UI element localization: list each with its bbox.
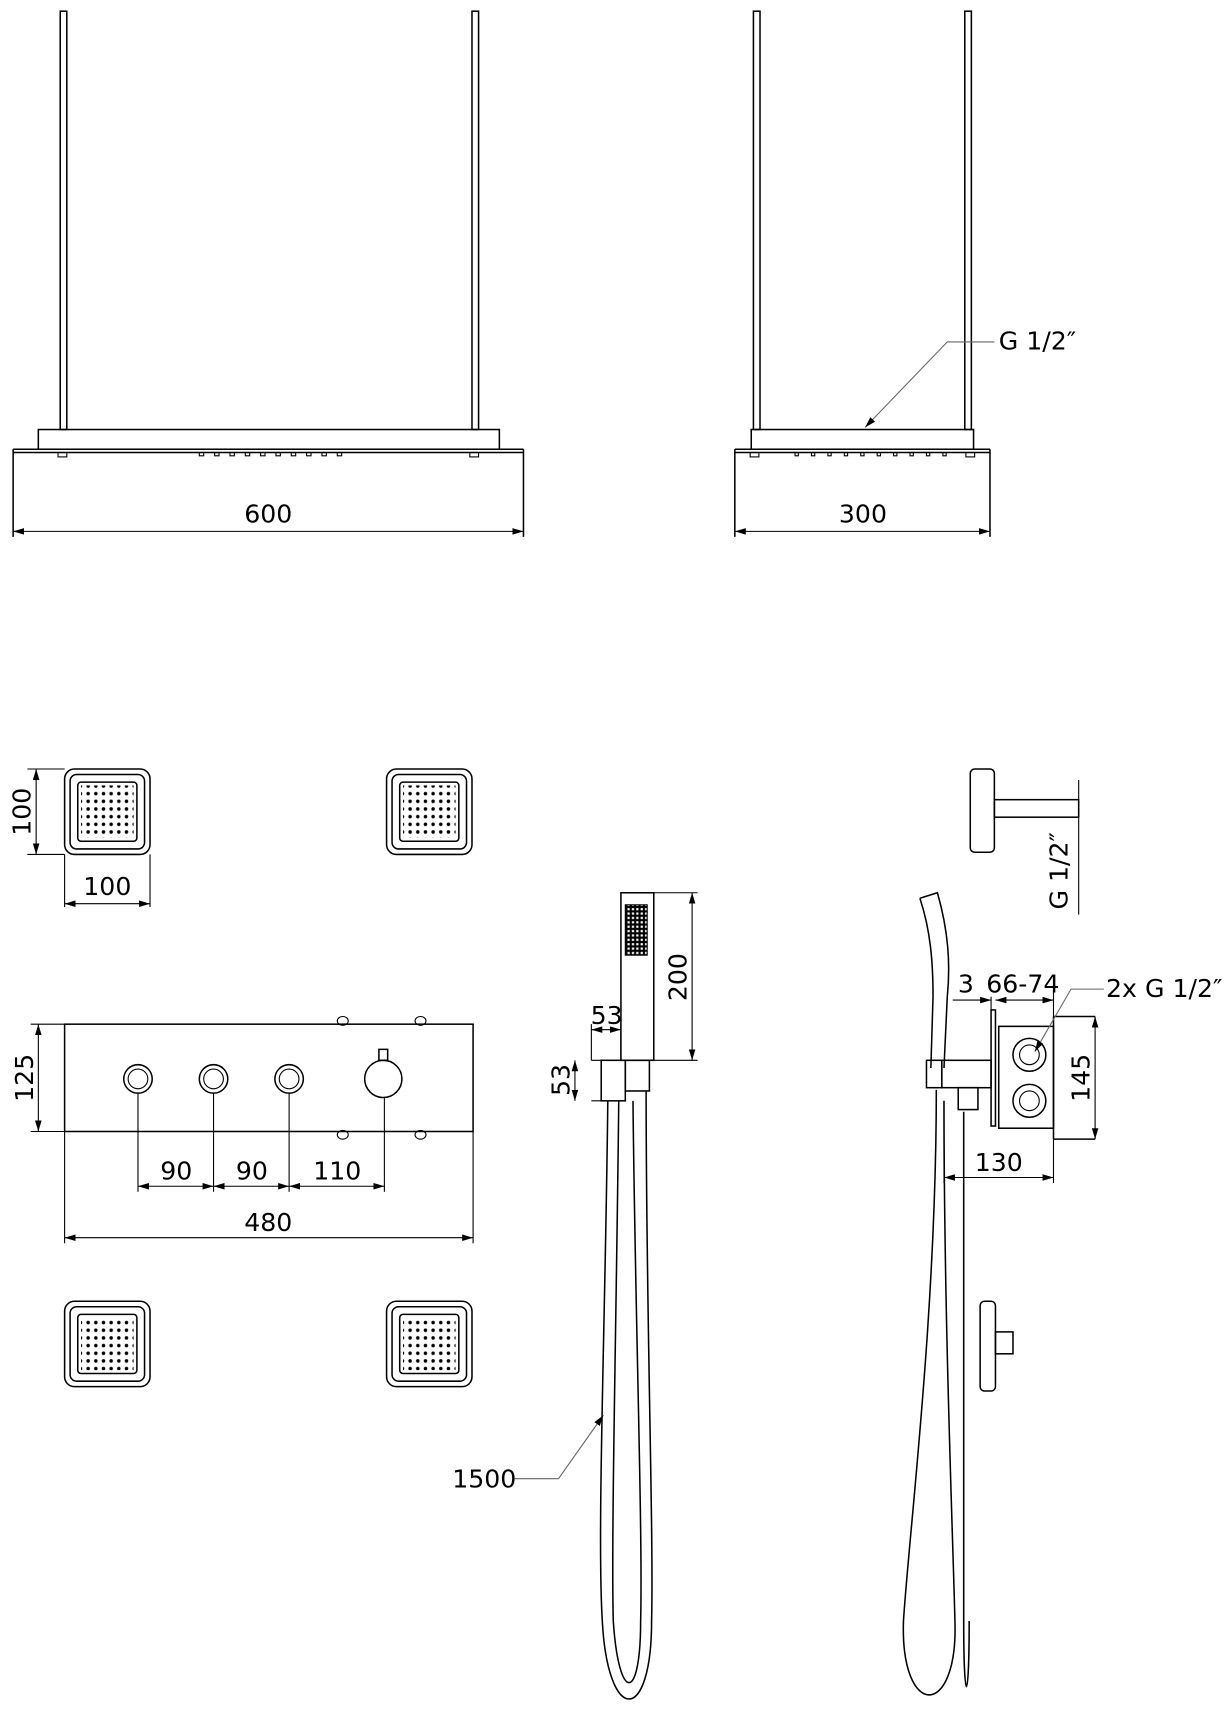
holder-53-width: 53	[591, 1001, 623, 1030]
jet-connection-label: G 1/2″	[1045, 832, 1074, 909]
nozzle	[306, 451, 312, 457]
hose-1500: 1500	[452, 1464, 516, 1493]
nozzle	[275, 451, 281, 457]
nozzle	[336, 451, 343, 457]
box-height-145: 145	[1067, 1054, 1096, 1102]
body-jet	[385, 1300, 473, 1388]
thermostat-panel: 125 90 90 110 480	[10, 1015, 474, 1244]
nozzle	[810, 451, 816, 457]
thermostat-height-125: 125	[10, 1054, 39, 1102]
nozzle	[260, 451, 266, 457]
bump	[414, 1129, 427, 1140]
nozzle	[198, 451, 205, 457]
nozzle	[827, 451, 832, 457]
nozzle	[942, 451, 947, 457]
bump	[414, 1015, 427, 1026]
body-jet	[63, 1300, 151, 1388]
nozzle	[229, 451, 235, 457]
depth-66-74: 66-74	[986, 969, 1059, 998]
spacing-90-a: 90	[160, 1157, 192, 1186]
nozzle	[244, 451, 251, 457]
spacing-110: 110	[313, 1157, 361, 1186]
nozzle	[876, 451, 882, 457]
nozzle	[843, 451, 849, 457]
bump	[336, 1129, 349, 1140]
nozzle	[893, 451, 898, 457]
box-depth-130: 130	[975, 1148, 1023, 1177]
nozzle	[925, 451, 931, 457]
jet-height-100: 100	[8, 788, 37, 836]
leader-line	[864, 341, 995, 428]
nozzle	[860, 451, 865, 457]
hand-shower-front: 200 53 53 1500	[452, 891, 698, 1700]
jet-width-100: 100	[83, 872, 131, 901]
bump	[336, 1015, 349, 1026]
overhead-shower-front-view: 600	[12, 10, 525, 537]
nozzle	[290, 451, 297, 457]
body-jets: 100 100	[8, 768, 473, 1388]
nozzle	[321, 451, 327, 457]
spacing-90-b: 90	[236, 1157, 268, 1186]
side-view: G 1/2″ 145 130 3 66-74 2x G 1/2″	[902, 768, 1222, 1696]
holder-53-height: 53	[546, 1064, 575, 1096]
dimension-300: 300	[839, 500, 887, 529]
body-jet	[63, 768, 151, 856]
hand-shower-200: 200	[664, 953, 693, 1001]
thermostat-width-480: 480	[244, 1208, 292, 1237]
plate-3: 3	[958, 969, 974, 998]
body-jet	[385, 768, 473, 856]
nozzle	[909, 451, 914, 457]
dimension-600: 600	[244, 500, 292, 529]
connections-label: 2x G 1/2″	[1106, 974, 1222, 1003]
nozzle	[794, 451, 799, 457]
overhead-shower-side-view: 300 G 1/2″	[734, 10, 1076, 537]
connection-label: G 1/2″	[999, 327, 1076, 356]
nozzle	[214, 451, 220, 457]
